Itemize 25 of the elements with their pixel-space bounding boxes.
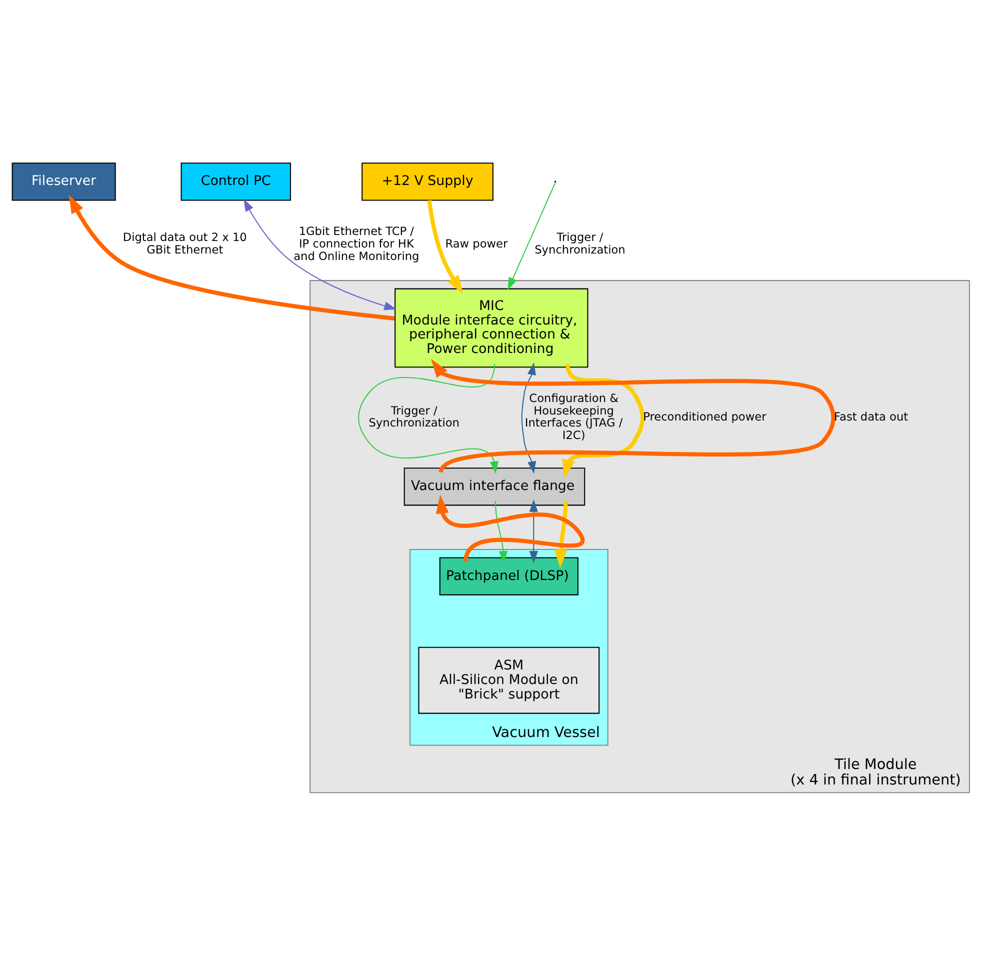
node-box: ASM All-Silicon Module on "Brick" support	[418, 646, 600, 714]
arrow	[68, 194, 395, 320]
edge-label: Trigger / Synchronization	[368, 402, 460, 430]
arrow	[562, 363, 645, 478]
node-box: Vacuum interface flange	[404, 467, 586, 506]
node-box: Patchpanel (DLSP)	[439, 556, 578, 595]
node-box: Fileserver	[12, 162, 116, 200]
edge-label: Fast data out	[834, 408, 908, 423]
arrow	[243, 198, 397, 310]
edge-label: Configuration & Housekeeping Interfaces (JTAG / I2C)	[524, 390, 623, 442]
arrow	[495, 500, 508, 563]
node-box: Control PC	[180, 162, 291, 200]
arrow	[508, 182, 556, 290]
arrow	[358, 363, 498, 474]
edge-label: 1Gbit Ethernet TCP / IP connection for HK and Online Monitoring	[294, 224, 420, 262]
edge-label: Raw power	[445, 236, 508, 250]
edge-label: Trigger / Synchronization	[534, 230, 626, 256]
node-box: MIC Module interface circuitry, peripheral connection & Power conditioning	[394, 288, 588, 368]
arrow	[554, 500, 568, 568]
arrow	[521, 362, 536, 474]
edge-label: Digtal data out 2 x 10 GBit Ethernet	[122, 230, 247, 256]
node-box: +12 V Supply	[362, 162, 494, 200]
arrow	[431, 358, 836, 473]
arrow	[529, 499, 538, 563]
arrow	[427, 200, 464, 294]
